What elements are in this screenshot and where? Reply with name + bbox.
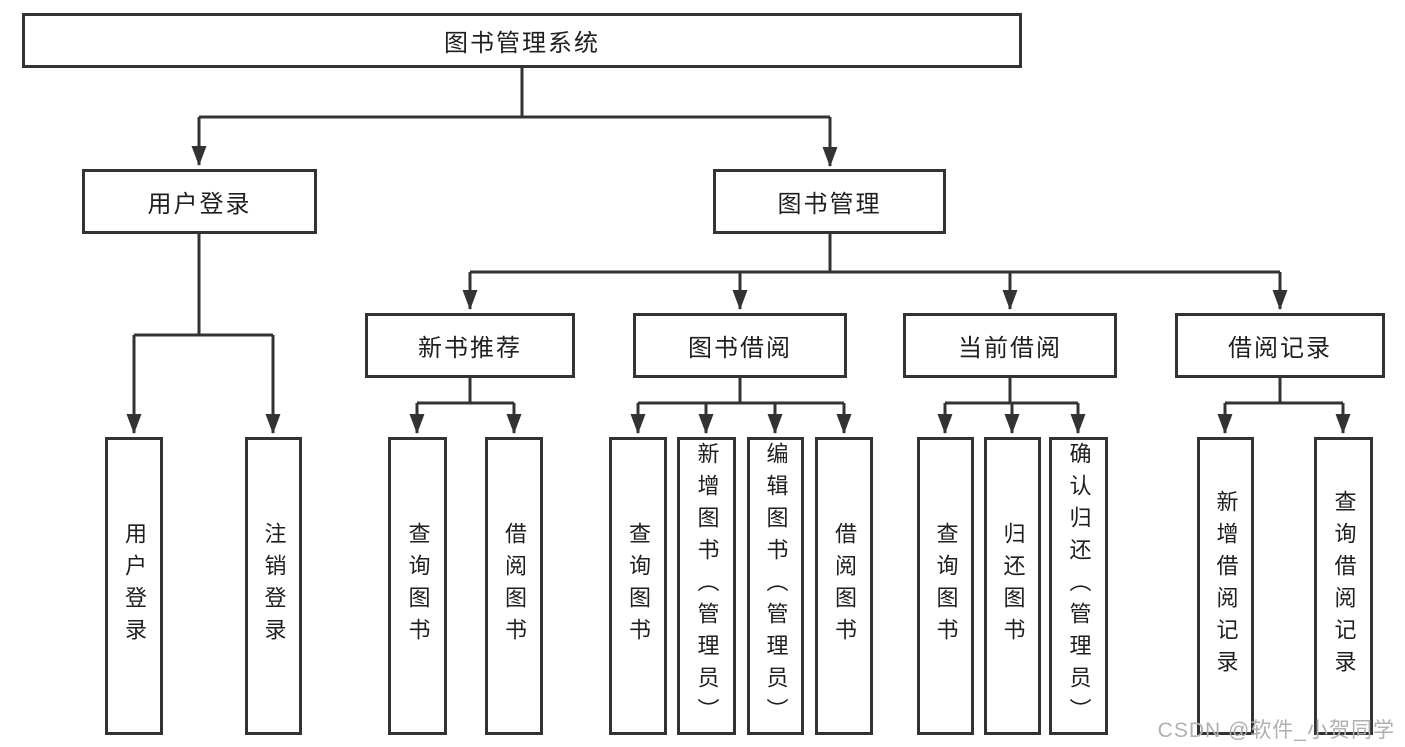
node-book-management: 图书管理: [713, 169, 946, 234]
leaf-edit-book-admin: 编辑图书（管理员）: [747, 437, 804, 735]
csdn-watermark: CSDN @软件_小贺同学: [1157, 719, 1395, 742]
node-label: 新增图书（管理员）: [694, 442, 720, 730]
node-label: 归还图书: [1000, 522, 1026, 650]
connector-group: [126, 68, 1351, 434]
node-label: 用户登录: [122, 522, 147, 650]
node-label: 借阅图书: [502, 522, 527, 650]
leaf-logout: 注销登录: [245, 437, 302, 735]
node-label: 查询借阅记录: [1331, 490, 1357, 682]
node-label: 新书推荐: [418, 335, 522, 362]
leaf-query-books-current: 查询图书: [917, 437, 974, 735]
leaf-query-books-borrow: 查询图书: [609, 437, 667, 735]
leaf-add-book-admin: 新增图书（管理员）: [677, 437, 736, 735]
node-label: 注销登录: [261, 522, 287, 650]
node-label: 编辑图书（管理员）: [763, 442, 789, 730]
node-label: 图书管理: [777, 191, 882, 218]
node-book-borrow: 图书借阅: [633, 313, 847, 378]
leaf-add-borrow-record: 新增借阅记录: [1197, 437, 1254, 735]
leaf-borrow-book: 借阅图书: [815, 437, 873, 735]
leaf-query-borrow-record: 查询借阅记录: [1314, 437, 1373, 735]
leaf-confirm-return-admin: 确认归还（管理员）: [1049, 437, 1108, 735]
node-label: 查询图书: [933, 522, 959, 650]
node-label: 查询图书: [626, 522, 651, 650]
node-label: 借阅图书: [832, 522, 857, 650]
leaf-query-books-recommend: 查询图书: [388, 437, 447, 735]
node-new-book-recommend: 新书推荐: [365, 313, 575, 378]
node-library-management-system: 图书管理系统: [22, 13, 1022, 68]
node-label: 确认归还（管理员）: [1066, 442, 1092, 730]
leaf-user-login: 用户登录: [105, 437, 163, 735]
node-label: 新增借阅记录: [1213, 490, 1239, 682]
node-label: 图书借阅: [688, 335, 792, 362]
node-label: 借阅记录: [1228, 335, 1332, 362]
node-label: 查询图书: [405, 522, 431, 650]
node-label: 当前借阅: [958, 335, 1062, 362]
leaf-return-book: 归还图书: [984, 437, 1041, 735]
node-label: 用户登录: [147, 191, 252, 218]
node-label: 图书管理系统: [444, 30, 600, 57]
node-borrow-records: 借阅记录: [1175, 313, 1385, 378]
leaf-borrow-book-recommend: 借阅图书: [485, 437, 543, 735]
node-user-login: 用户登录: [82, 169, 317, 234]
node-current-borrow: 当前借阅: [903, 313, 1117, 378]
